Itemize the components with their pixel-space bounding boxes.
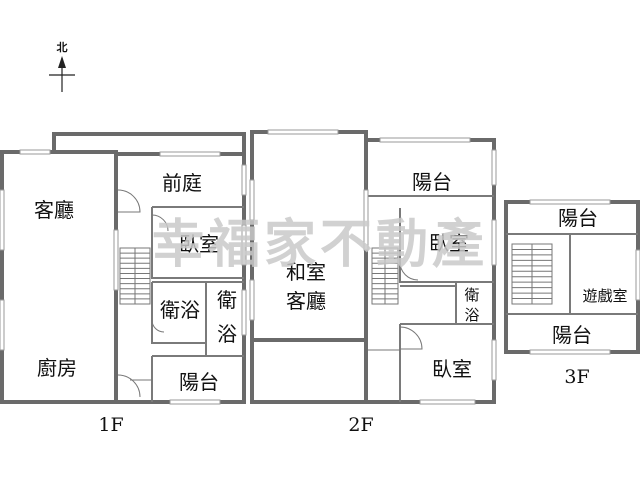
room-balcony-1f: 陽台: [179, 370, 219, 394]
room-bedroom-2f-b: 臥室: [432, 357, 472, 381]
room-kitchen-1f: 廚房: [37, 356, 77, 380]
room-front-yard-1f: 前庭: [162, 171, 202, 195]
room-bedroom-1f: 臥室: [179, 232, 219, 256]
floor-3f-stairs-icon: [511, 243, 553, 305]
room-living-1f: 客廳: [34, 198, 74, 222]
room-bath-1f-b-bottom: 浴: [217, 322, 237, 346]
room-balcony-3f-bottom: 陽台: [552, 323, 592, 347]
room-game-3f: 遊戲室: [582, 287, 627, 305]
room-japanese-2f: 和室: [286, 260, 326, 284]
north-arrow-icon: [49, 56, 75, 92]
floor-3f-windows: [529, 199, 640, 355]
room-bath-1f-b-top: 衛: [217, 288, 237, 312]
north-label: 北: [57, 40, 68, 54]
room-bedroom-2f-a: 臥室: [429, 231, 469, 255]
floor-1f-stairs-icon: [119, 247, 151, 305]
watermark-logo: 幸福家不動產: [152, 215, 488, 275]
room-balcony-3f-top: 陽台: [558, 206, 598, 230]
room-bath-2f-bottom: 浴: [464, 306, 479, 324]
floor-2f-doors: [368, 261, 423, 351]
floor-2f-windows: [249, 129, 497, 405]
floor-label-2f: 2F: [348, 414, 373, 436]
floor-2f-stairs-icon: [371, 247, 399, 305]
floor-label-3f: 3F: [564, 366, 589, 388]
floor-1f-doors: [117, 189, 169, 398]
floor-1f-windows: [0, 149, 247, 405]
room-living-2f: 客廳: [286, 289, 326, 313]
room-bath-2f-top: 衛: [464, 286, 479, 304]
room-bath-1f-a: 衛浴: [160, 298, 200, 322]
floor-label-1f: 1F: [98, 414, 123, 436]
room-balcony-2f: 陽台: [412, 170, 452, 194]
